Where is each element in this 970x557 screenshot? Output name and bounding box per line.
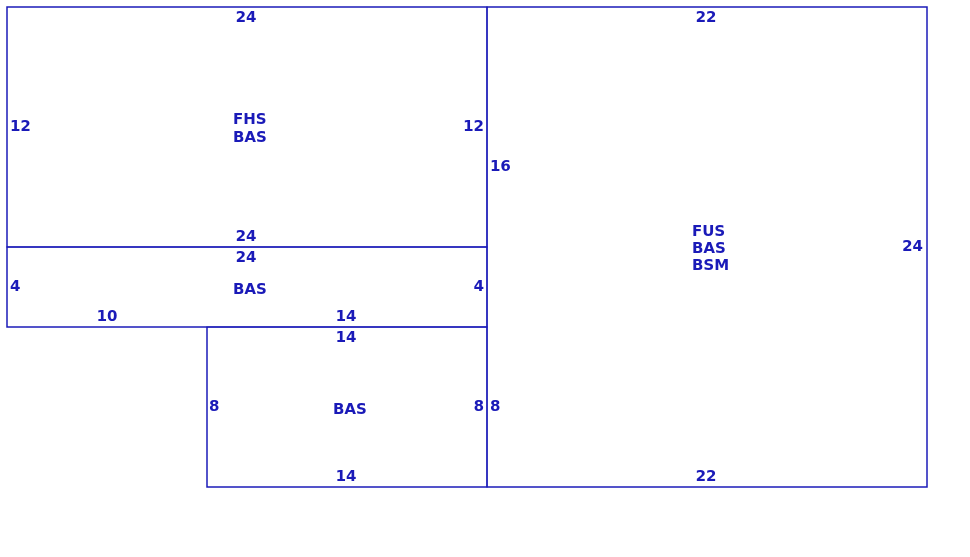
area-top-left: 24 12 12 24 FHS BAS — [10, 8, 484, 245]
area-right-outline — [486, 6, 928, 488]
dim-right-right: 24 — [902, 237, 923, 255]
dim-top-left-top: 24 — [236, 8, 257, 26]
dim-middle-top: 24 — [236, 248, 257, 266]
dim-bottom-right: 8 — [474, 397, 484, 415]
area-code-fus: FUS — [692, 222, 725, 240]
dim-middle-bottom-right: 14 — [336, 307, 357, 325]
area-code-bas: BAS — [233, 128, 267, 146]
dim-right-left-upper: 16 — [490, 157, 511, 175]
dim-top-left-right: 12 — [463, 117, 484, 135]
area-code-bas: BAS — [333, 400, 367, 418]
dim-bottom-top: 14 — [336, 328, 357, 346]
area-code-bsm: BSM — [692, 256, 729, 274]
area-code-fhs: FHS — [233, 110, 267, 128]
dim-right-bottom: 22 — [696, 467, 717, 485]
dim-top-left-left: 12 — [10, 117, 31, 135]
outline-lines — [6, 6, 928, 488]
area-middle-strip: 24 4 4 10 14 BAS — [10, 248, 484, 325]
area-code-bas: BAS — [692, 239, 726, 257]
dim-middle-bottom-left: 10 — [97, 307, 118, 325]
dim-middle-right: 4 — [474, 277, 484, 295]
dim-right-left-lower: 8 — [490, 397, 500, 415]
dim-top-left-bottom: 24 — [236, 227, 257, 245]
area-code-bas: BAS — [233, 280, 267, 298]
dim-right-top: 22 — [696, 8, 717, 26]
dim-middle-left: 4 — [10, 277, 20, 295]
area-bottom-center: 14 8 8 14 BAS — [209, 328, 484, 485]
area-right: 22 16 8 24 22 FUS BAS BSM — [490, 8, 923, 485]
dim-bottom-left: 8 — [209, 397, 219, 415]
dim-bottom-bottom: 14 — [336, 467, 357, 485]
